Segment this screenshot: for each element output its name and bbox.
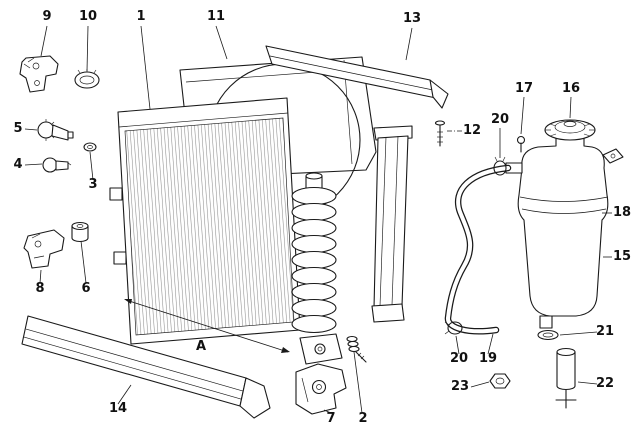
- callout-labels: 9 10 1 11 13 17 16 5 20 12 4 3 18 15 8 6…: [13, 9, 631, 426]
- callout-13: 13: [403, 11, 421, 26]
- tank-cap: [544, 119, 596, 141]
- callout-10: 10: [79, 9, 97, 24]
- grommet: [74, 69, 100, 89]
- callout-17: 17: [515, 81, 533, 96]
- callout-23: 23: [451, 379, 469, 394]
- mounting-bracket-bottom: [295, 363, 347, 415]
- support-bar-lower: [21, 315, 271, 419]
- callout-14: 14: [109, 401, 127, 416]
- sealing-washer: [537, 329, 559, 341]
- callout-4: 4: [13, 157, 22, 172]
- radiator-side-bellows: [291, 172, 337, 334]
- callout-3: 3: [88, 177, 97, 192]
- hex-nut: [489, 373, 511, 389]
- callout-20-upper: 20: [491, 112, 509, 127]
- blanking-cap: [71, 221, 89, 243]
- callout-7: 7: [326, 411, 335, 426]
- screw-spring: [346, 335, 367, 363]
- callout-2: 2: [358, 411, 367, 426]
- callout-12: 12: [463, 123, 481, 138]
- trim-strip-upper: [265, 45, 449, 109]
- dimension-label-a: A: [196, 339, 206, 354]
- callout-11: 11: [207, 9, 225, 24]
- dimension-line-a: [124, 299, 290, 353]
- callout-22: 22: [596, 376, 614, 391]
- callout-18: 18: [613, 205, 631, 220]
- bracket-upper-left: [19, 55, 59, 93]
- o-ring: [83, 142, 97, 152]
- bleed-screw: [516, 135, 526, 153]
- callout-20-lower: 20: [450, 351, 468, 366]
- callout-5: 5: [13, 121, 22, 136]
- callout-16: 16: [562, 81, 580, 96]
- leader-lines: [24, 25, 612, 414]
- radiator-foot-bracket: [299, 333, 343, 365]
- callout-6: 6: [81, 281, 90, 296]
- carrier-frame-right: [371, 125, 413, 323]
- temperature-switch: [37, 119, 74, 141]
- callout-1: 1: [136, 9, 145, 24]
- radiator: [109, 97, 301, 345]
- callout-9: 9: [42, 9, 51, 24]
- hose-clamp-upper: [493, 156, 507, 176]
- retaining-clip: [602, 148, 624, 164]
- bracket-lower-left: [23, 229, 65, 269]
- coolant-hose: [444, 164, 512, 335]
- callout-15: 15: [613, 249, 631, 264]
- drain-plug-small: [42, 157, 72, 173]
- callout-21: 21: [596, 324, 614, 339]
- expansion-tank: [505, 137, 609, 329]
- callout-19: 19: [479, 351, 497, 366]
- screw-12: [434, 120, 446, 147]
- hose-clamp-lower: [444, 321, 463, 335]
- callout-8: 8: [35, 281, 44, 296]
- drain-valve: [555, 347, 577, 409]
